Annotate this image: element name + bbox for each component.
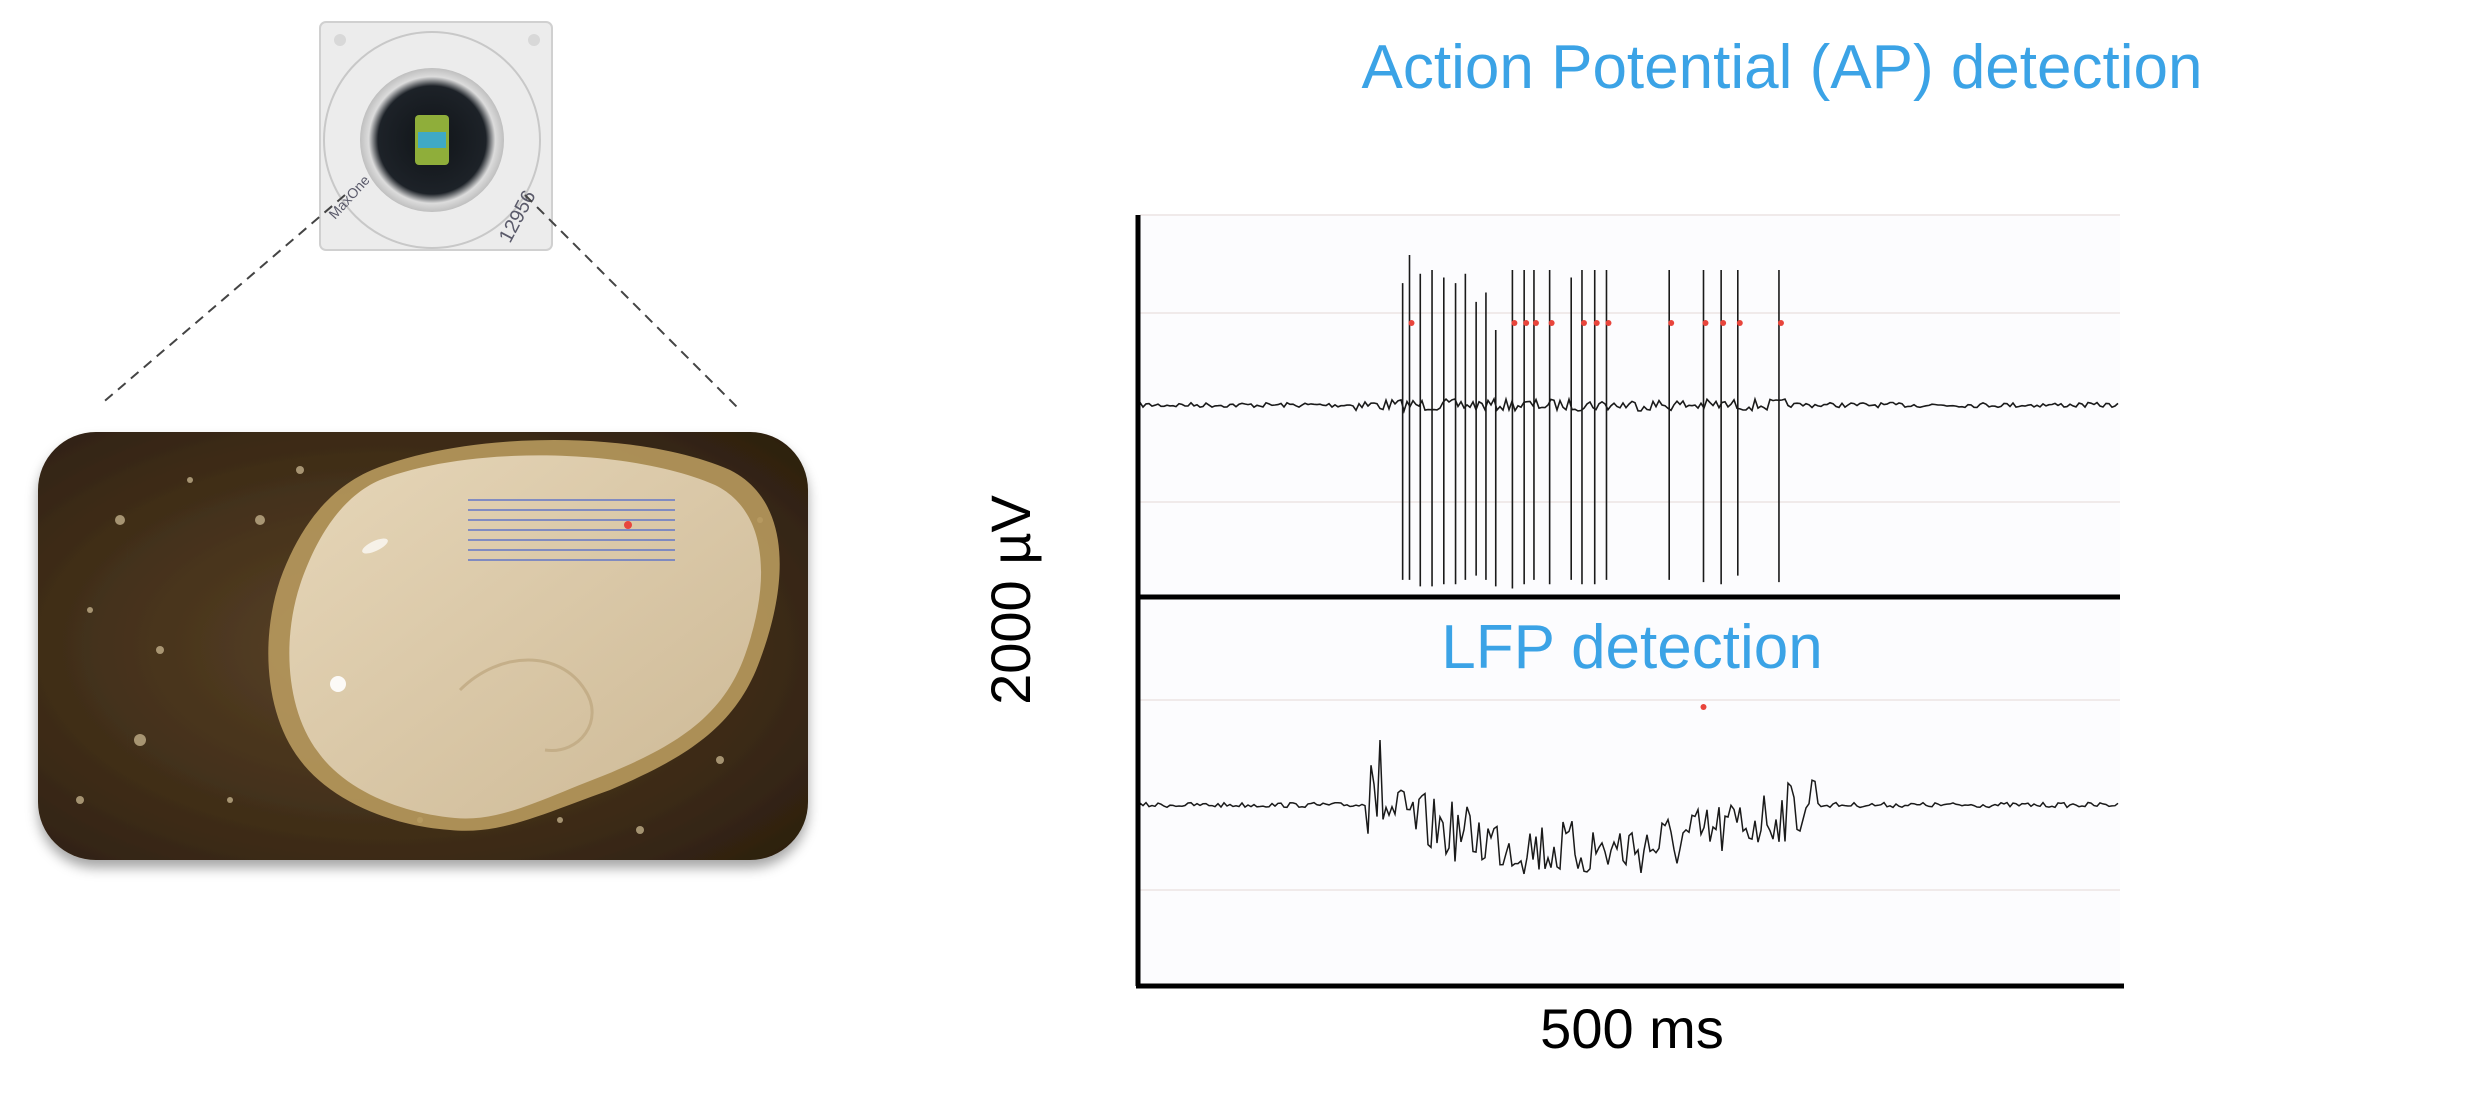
recording-electrode-grid — [468, 499, 675, 561]
ap-detection-title: Action Potential (AP) detection — [1362, 33, 2203, 102]
maxone-chip: MaxOne 12956 — [319, 21, 553, 251]
ap-panel-background — [1140, 215, 2120, 595]
ap-detection-marker — [1605, 320, 1612, 326]
ap-detection-marker — [1408, 320, 1415, 326]
light-reflection — [362, 538, 388, 554]
chip-mount-hole — [334, 34, 346, 46]
ap-detection-marker — [1523, 320, 1530, 326]
ap-detection-marker — [1720, 320, 1727, 326]
lfp-marker-group — [1700, 704, 1707, 710]
ap-detection-marker — [1593, 320, 1600, 326]
hippocampus-contour — [458, 658, 594, 752]
ap-detection-marker — [1736, 320, 1743, 326]
lfp-detection-marker — [1700, 704, 1707, 710]
ap-spike-group — [1401, 255, 1784, 589]
zoom-line-left — [99, 194, 346, 406]
lfp-trace-panel: LFP detection — [1135, 597, 2124, 989]
debris-speckles — [76, 466, 763, 834]
x-scale-label: 500 ms — [1540, 997, 1724, 1060]
ap-trace-panel — [1135, 214, 2120, 600]
zoom-guide-lines — [99, 194, 741, 411]
lfp-trace — [1139, 739, 2119, 875]
ap-trace — [1139, 396, 2119, 414]
ap-detection-marker — [1511, 320, 1518, 326]
ap-detection-marker — [1668, 320, 1675, 326]
ap-detection-marker — [1777, 320, 1784, 326]
chip-mount-hole — [528, 34, 540, 46]
hippocampal-slice — [289, 455, 762, 819]
ap-detection-marker — [1702, 320, 1709, 326]
y-scale-label: 2000 µV — [979, 494, 1042, 704]
light-reflection — [330, 676, 346, 692]
lfp-panel-background — [1140, 600, 2120, 983]
brain-slice-photo — [38, 432, 808, 860]
chip-electrode-array — [418, 132, 446, 148]
zoom-line-right — [524, 194, 741, 411]
ap-detection-marker — [1532, 320, 1539, 326]
selected-electrode-marker — [624, 521, 632, 529]
ap-detection-marker — [1548, 320, 1555, 326]
ap-detection-marker — [1580, 320, 1587, 326]
chip-outer-ring — [323, 31, 541, 249]
lfp-detection-title: LFP detection — [1441, 613, 1822, 682]
